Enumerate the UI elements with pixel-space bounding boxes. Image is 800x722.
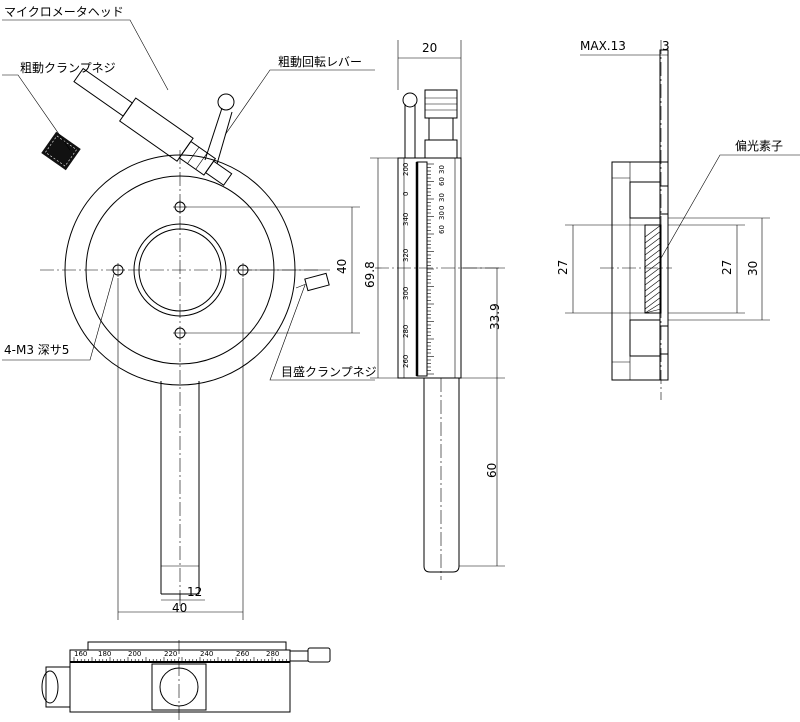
scale-clamp-screw: [295, 272, 330, 292]
hatch-line: [644, 224, 662, 238]
bottom-scale-labels: 160 180 200 220 240 260 280: [74, 650, 279, 658]
dim-side-20: 20: [422, 41, 437, 55]
mounting-holes: [111, 200, 250, 339]
dim-side-33-9: 33.9: [488, 303, 502, 330]
label-polarizer: 偏光素子: [735, 138, 783, 153]
label-tapped-holes: 4-M3 深サ5: [4, 343, 69, 357]
vertical-scale-labels: 200 0 340 320 300 280 260: [402, 163, 410, 368]
section-view: MAX.13 3 27 27 30 偏光素子: [556, 39, 800, 400]
hatch-line: [644, 242, 662, 256]
svg-text:180: 180: [98, 650, 111, 658]
micrometer-thimble: [424, 89, 458, 159]
dim-27-left: 27: [556, 260, 570, 275]
hatch-line: [644, 230, 662, 244]
svg-text:220: 220: [164, 650, 177, 658]
label-coarse-rotation-lever: 粗動回転レバー: [278, 55, 362, 69]
section-dimensions: MAX.13 3 27 27 30: [556, 39, 770, 321]
leaders: [2, 19, 375, 381]
label-coarse-clamp-screw: 粗動クランプネジ: [20, 61, 116, 75]
bottom-scale-ticks: [73, 657, 287, 662]
dim-front-40-bore: 40: [335, 259, 349, 274]
support-post: [160, 381, 200, 595]
micrometer-head: [73, 67, 233, 186]
svg-text:280: 280: [402, 325, 410, 338]
svg-text:30: 30: [438, 211, 446, 220]
hatch-line: [644, 272, 662, 286]
svg-text:60: 60: [438, 225, 446, 234]
polarizer-hatch: [644, 224, 662, 314]
front-dimensions: 40 69.8 12 40: [117, 206, 377, 620]
label-micrometer-head: マイクロメータヘッド: [4, 5, 124, 19]
side-post: [423, 378, 460, 580]
svg-text:280: 280: [266, 650, 279, 658]
svg-text:60: 60: [438, 177, 446, 186]
hatch-line: [644, 290, 662, 304]
svg-text:260: 260: [402, 355, 410, 368]
svg-text:30: 30: [438, 165, 446, 174]
hatch-line: [644, 254, 662, 268]
svg-text:30: 30: [438, 193, 446, 202]
svg-text:200: 200: [402, 163, 410, 176]
svg-text:300: 300: [402, 287, 410, 300]
aperture-bore: [138, 228, 222, 312]
svg-text:0: 0: [402, 192, 410, 196]
dim-3: 3: [662, 39, 670, 53]
svg-text:200: 200: [128, 650, 141, 658]
hatch-line: [644, 248, 662, 262]
svg-text:260: 260: [236, 650, 249, 658]
hatch-line: [644, 260, 662, 274]
dim-30: 30: [746, 261, 760, 276]
svg-text:160: 160: [74, 650, 87, 658]
hatch-line: [644, 296, 662, 310]
vertical-scale-ticks: [427, 163, 434, 375]
hatch-line: [644, 284, 662, 298]
coarse-rotation-lever: [204, 93, 235, 165]
hatch-line: [644, 302, 662, 314]
dim-front-40-width: 40: [172, 601, 187, 615]
hatch-line: [644, 278, 662, 292]
dim-front-12: 12: [187, 585, 202, 599]
dim-27-inner: 27: [720, 260, 734, 275]
label-scale-clamp-screw: 目盛クランプネジ: [281, 364, 377, 379]
lever-side: [402, 92, 418, 158]
hatch-line: [644, 308, 662, 314]
dim-side-60: 60: [485, 463, 499, 478]
svg-text:320: 320: [402, 249, 410, 262]
side-dimensions: 20 33.9 60: [370, 40, 505, 567]
side-view: 20 33.9 60 200 0 340 320 300 280 260 30 …: [370, 40, 505, 580]
bottom-view: 160 180 200 220 240 260 280: [41, 640, 331, 720]
vernier-scale-labels: 30 60 30 0 30 60: [438, 165, 446, 234]
dim-front-69-8: 69.8: [363, 261, 377, 288]
svg-text:240: 240: [200, 650, 213, 658]
aperture-bore-outer: [133, 223, 227, 317]
dim-max-13: MAX.13: [580, 39, 626, 53]
front-view: 40 69.8 12 40 マイクロメータヘッド 粗動クランプネジ 粗動回転レバ…: [2, 5, 377, 620]
svg-text:0: 0: [438, 206, 446, 210]
hatch-line: [644, 266, 662, 280]
svg-text:340: 340: [402, 213, 410, 226]
hatch-line: [644, 236, 662, 250]
coarse-clamp-knob: [41, 131, 81, 171]
